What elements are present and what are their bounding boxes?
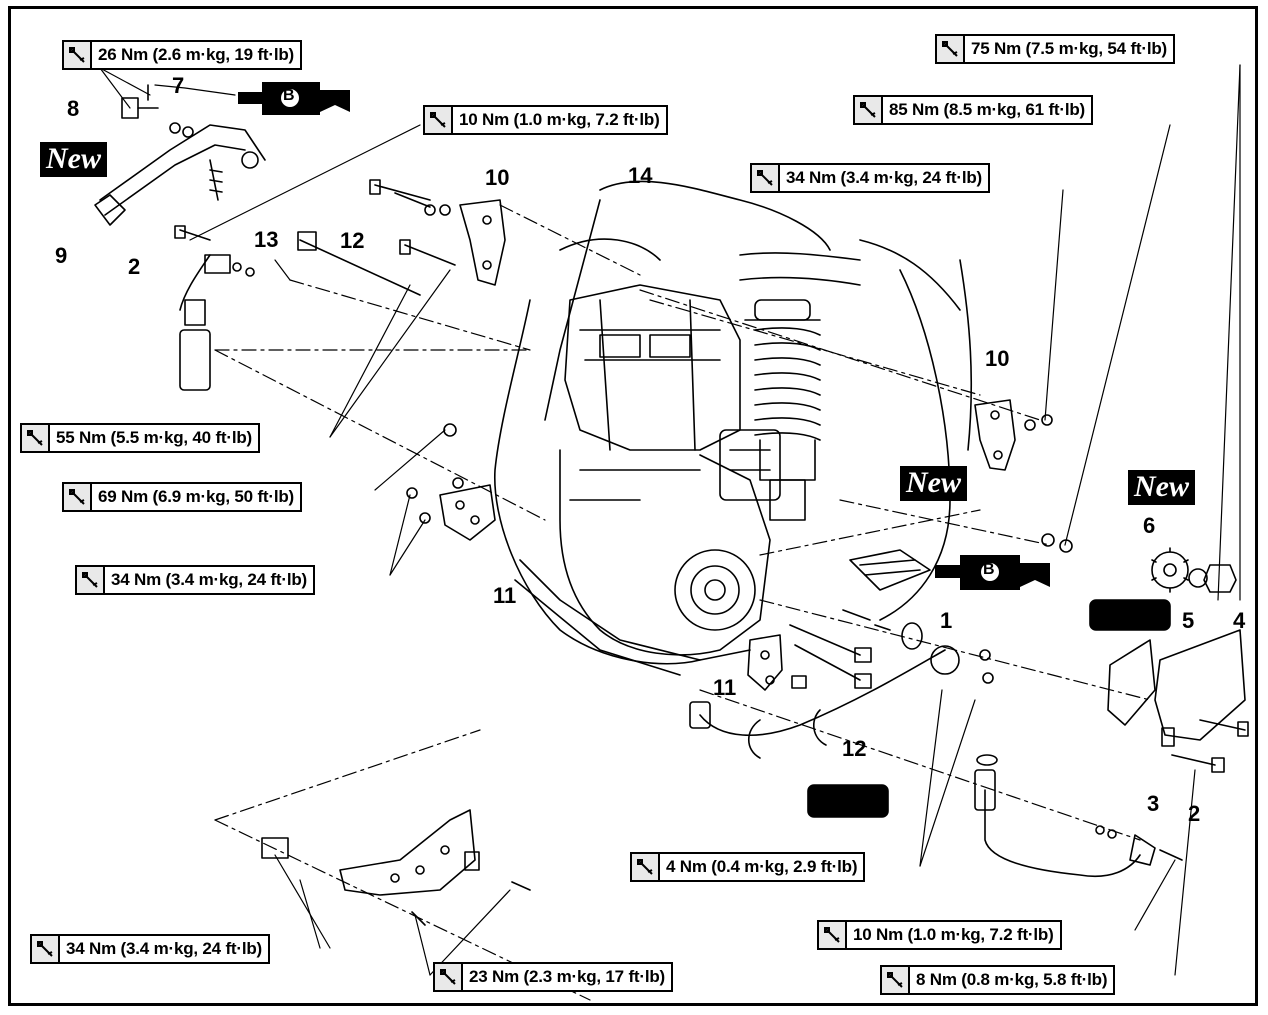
new-part-badge: New bbox=[900, 466, 967, 501]
grease-gun-icon bbox=[238, 82, 350, 115]
torque-spec-box: 10 Nm (1.0 m·kg, 7.2 ft·lb) bbox=[817, 920, 1062, 950]
part-number-4: 4 bbox=[1233, 608, 1246, 633]
torque-spec-text: 10 Nm (1.0 m·kg, 7.2 ft·lb) bbox=[853, 925, 1054, 944]
torque-spec-text: 10 Nm (1.0 m·kg, 7.2 ft·lb) bbox=[459, 110, 660, 129]
wrench-icon bbox=[64, 42, 92, 68]
grease-label: B bbox=[283, 87, 295, 104]
grease-label: B bbox=[983, 561, 995, 578]
wrench-icon bbox=[882, 967, 910, 993]
torque-spec-text: 34 Nm (3.4 m·kg, 24 ft·lb) bbox=[66, 939, 263, 958]
torque-spec-box: 23 Nm (2.3 m·kg, 17 ft·lb) bbox=[433, 962, 674, 992]
torque-spec-box: 8 Nm (0.8 m·kg, 5.8 ft·lb) bbox=[880, 965, 1116, 995]
part-number-2: 2 bbox=[1188, 801, 1201, 826]
torque-spec-box: 85 Nm (8.5 m·kg, 61 ft·lb) bbox=[853, 95, 1094, 125]
torque-spec-text: 23 Nm (2.3 m·kg, 17 ft·lb) bbox=[469, 967, 666, 986]
wrench-icon bbox=[64, 484, 92, 510]
part-number-13: 13 bbox=[254, 227, 279, 252]
wrench-icon bbox=[77, 567, 105, 593]
torque-spec-text: 55 Nm (5.5 m·kg, 40 ft·lb) bbox=[56, 428, 253, 447]
torque-spec-box: 69 Nm (6.9 m·kg, 50 ft·lb) bbox=[62, 482, 303, 512]
torque-spec-text: 69 Nm (6.9 m·kg, 50 ft·lb) bbox=[98, 487, 295, 506]
torque-spec-box: 26 Nm (2.6 m·kg, 19 ft·lb) bbox=[62, 40, 303, 70]
wrench-icon bbox=[632, 854, 660, 880]
part-number-1: 1 bbox=[940, 608, 953, 633]
torque-spec-box: 34 Nm (3.4 m·kg, 24 ft·lb) bbox=[75, 565, 316, 595]
grease-gun-icon bbox=[935, 555, 1050, 590]
torque-spec-text: 4 Nm (0.4 m·kg, 2.9 ft·lb) bbox=[666, 857, 858, 876]
wrench-icon bbox=[855, 97, 883, 123]
wrench-icon bbox=[752, 165, 780, 191]
torque-spec-box: 34 Nm (3.4 m·kg, 24 ft·lb) bbox=[30, 934, 271, 964]
torque-spec-box: 34 Nm (3.4 m·kg, 24 ft·lb) bbox=[750, 163, 991, 193]
part-number-11: 11 bbox=[713, 675, 737, 700]
part-number-3: 3 bbox=[1147, 791, 1160, 816]
part-number-6: 6 bbox=[1143, 513, 1156, 538]
torque-spec-text: 75 Nm (7.5 m·kg, 54 ft·lb) bbox=[971, 39, 1168, 58]
part-number-10: 10 bbox=[985, 346, 1010, 371]
wrench-icon bbox=[435, 964, 463, 990]
torque-spec-box: 10 Nm (1.0 m·kg, 7.2 ft·lb) bbox=[423, 105, 668, 135]
wrench-icon bbox=[425, 107, 453, 133]
wrench-icon bbox=[937, 36, 965, 62]
torque-spec-box: 55 Nm (5.5 m·kg, 40 ft·lb) bbox=[20, 423, 261, 453]
torque-spec-text: 85 Nm (8.5 m·kg, 61 ft·lb) bbox=[889, 100, 1086, 119]
part-number-12: 12 bbox=[340, 228, 365, 253]
new-part-badge: New bbox=[40, 142, 107, 177]
part-number-9: 9 bbox=[55, 243, 68, 268]
diagram-frame bbox=[8, 6, 1258, 1006]
torque-spec-text: 8 Nm (0.8 m·kg, 5.8 ft·lb) bbox=[916, 970, 1108, 989]
part-number-12: 12 bbox=[842, 736, 867, 761]
part-number-2: 2 bbox=[128, 254, 141, 279]
part-number-10: 10 bbox=[485, 165, 510, 190]
wrench-icon bbox=[819, 922, 847, 948]
torque-spec-text: 34 Nm (3.4 m·kg, 24 ft·lb) bbox=[111, 570, 308, 589]
torque-spec-text: 34 Nm (3.4 m·kg, 24 ft·lb) bbox=[786, 168, 983, 187]
part-number-7: 7 bbox=[172, 73, 185, 98]
part-number-5: 5 bbox=[1182, 608, 1195, 633]
part-number-8: 8 bbox=[67, 96, 80, 121]
new-part-badge: New bbox=[1128, 470, 1195, 505]
part-number-14: 14 bbox=[628, 163, 653, 188]
torque-spec-box: 4 Nm (0.4 m·kg, 2.9 ft·lb) bbox=[630, 852, 866, 882]
wrench-icon bbox=[32, 936, 60, 962]
torque-spec-text: 26 Nm (2.6 m·kg, 19 ft·lb) bbox=[98, 45, 295, 64]
torque-spec-box: 75 Nm (7.5 m·kg, 54 ft·lb) bbox=[935, 34, 1176, 64]
part-number-11: 11 bbox=[493, 583, 517, 608]
wrench-icon bbox=[22, 425, 50, 451]
